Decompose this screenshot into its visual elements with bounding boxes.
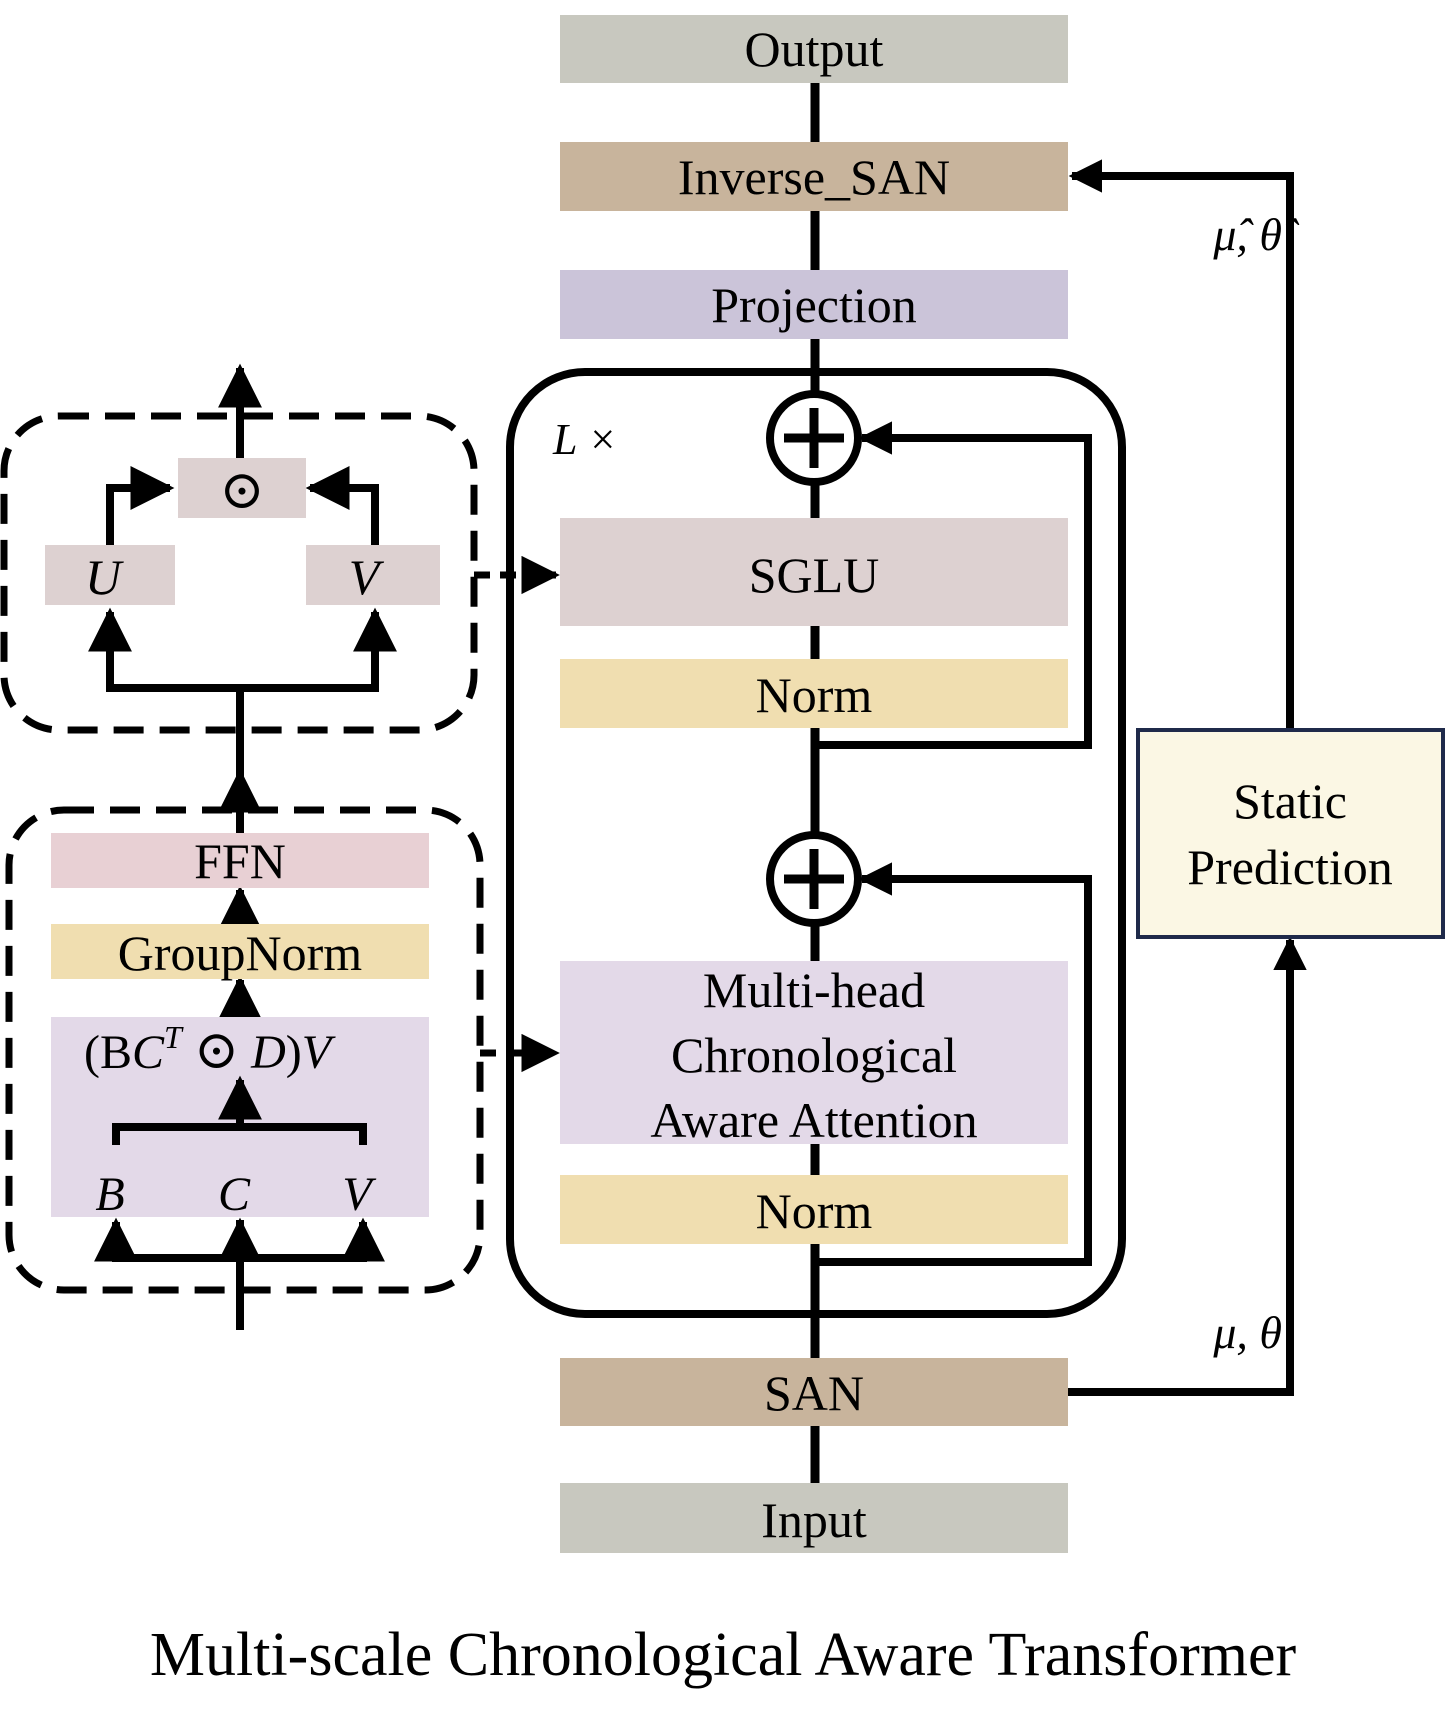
norm-top-label: Norm <box>756 667 873 723</box>
attention-label-line-2: Chronological <box>671 1027 957 1083</box>
projection-box <box>560 270 1068 339</box>
diagram-caption: Multi-scale Chronological Aware Transfor… <box>150 1621 1297 1689</box>
residual-path-top <box>815 421 1092 749</box>
ffn-box <box>51 833 429 888</box>
sglu-box <box>560 518 1068 626</box>
attention-box <box>560 961 1068 1144</box>
attention-label-line-3: Aware Attention <box>650 1092 977 1148</box>
output-label: Output <box>745 21 884 77</box>
residual-paths <box>815 421 1092 1266</box>
v-input-label: V <box>342 1168 376 1221</box>
output-box <box>560 15 1068 83</box>
static-label-line-1: Static <box>1233 773 1347 829</box>
attention-label-line-1: Multi-head <box>703 962 925 1018</box>
ffn-label: FFN <box>194 833 286 889</box>
attention-detail-outline <box>5 806 484 1294</box>
norm-top-box <box>560 659 1068 728</box>
sglu-detail-lines <box>88 363 397 778</box>
sglu-label: SGLU <box>749 547 880 603</box>
add-node-top <box>766 390 862 486</box>
v-label: V <box>349 549 385 605</box>
input-label: Input <box>761 1492 867 1548</box>
formula-branch-lines <box>112 1075 367 1145</box>
static-prediction-label: Static Prediction <box>1187 773 1393 895</box>
attention-detail-lines <box>94 768 385 1330</box>
formula-label: (BCT⊙D)V <box>84 1019 336 1080</box>
san-box <box>560 1358 1068 1426</box>
san-label: SAN <box>764 1365 864 1421</box>
b-label: B <box>95 1168 124 1221</box>
repeat-block-outline <box>506 368 1126 1318</box>
groupnorm-label: GroupNorm <box>118 925 363 981</box>
norm-bottom-label: Norm <box>756 1183 873 1239</box>
main-boxes <box>560 15 1068 1553</box>
repeat-label: L × <box>552 415 617 464</box>
input-box <box>560 1483 1068 1553</box>
projection-label: Projection <box>711 277 917 333</box>
v-box <box>306 545 440 605</box>
hadamard-box <box>178 458 306 518</box>
groupnorm-box <box>51 924 429 979</box>
static-prediction-box <box>1136 728 1445 939</box>
norm-bottom-box <box>560 1175 1068 1244</box>
san-to-static-arrow <box>1068 936 1307 1396</box>
u-label: U <box>85 549 124 605</box>
side-path <box>1068 159 1307 1396</box>
c-label: C <box>218 1168 251 1221</box>
residual-path-bottom <box>815 862 1092 1266</box>
hadamard-symbol: ⊙ <box>219 460 264 520</box>
static-to-inverse-arrow <box>1068 159 1294 730</box>
main-labels: Output Inverse_SAN Projection SGLU Norm … <box>650 21 977 1548</box>
add-node-bottom <box>766 831 862 927</box>
static-label-line-2: Prediction <box>1187 839 1393 895</box>
inverse-san-label: Inverse_SAN <box>678 149 950 205</box>
inverse-san-box <box>560 142 1068 211</box>
params-label: μ, θ <box>1212 1307 1282 1358</box>
u-box <box>45 545 175 605</box>
